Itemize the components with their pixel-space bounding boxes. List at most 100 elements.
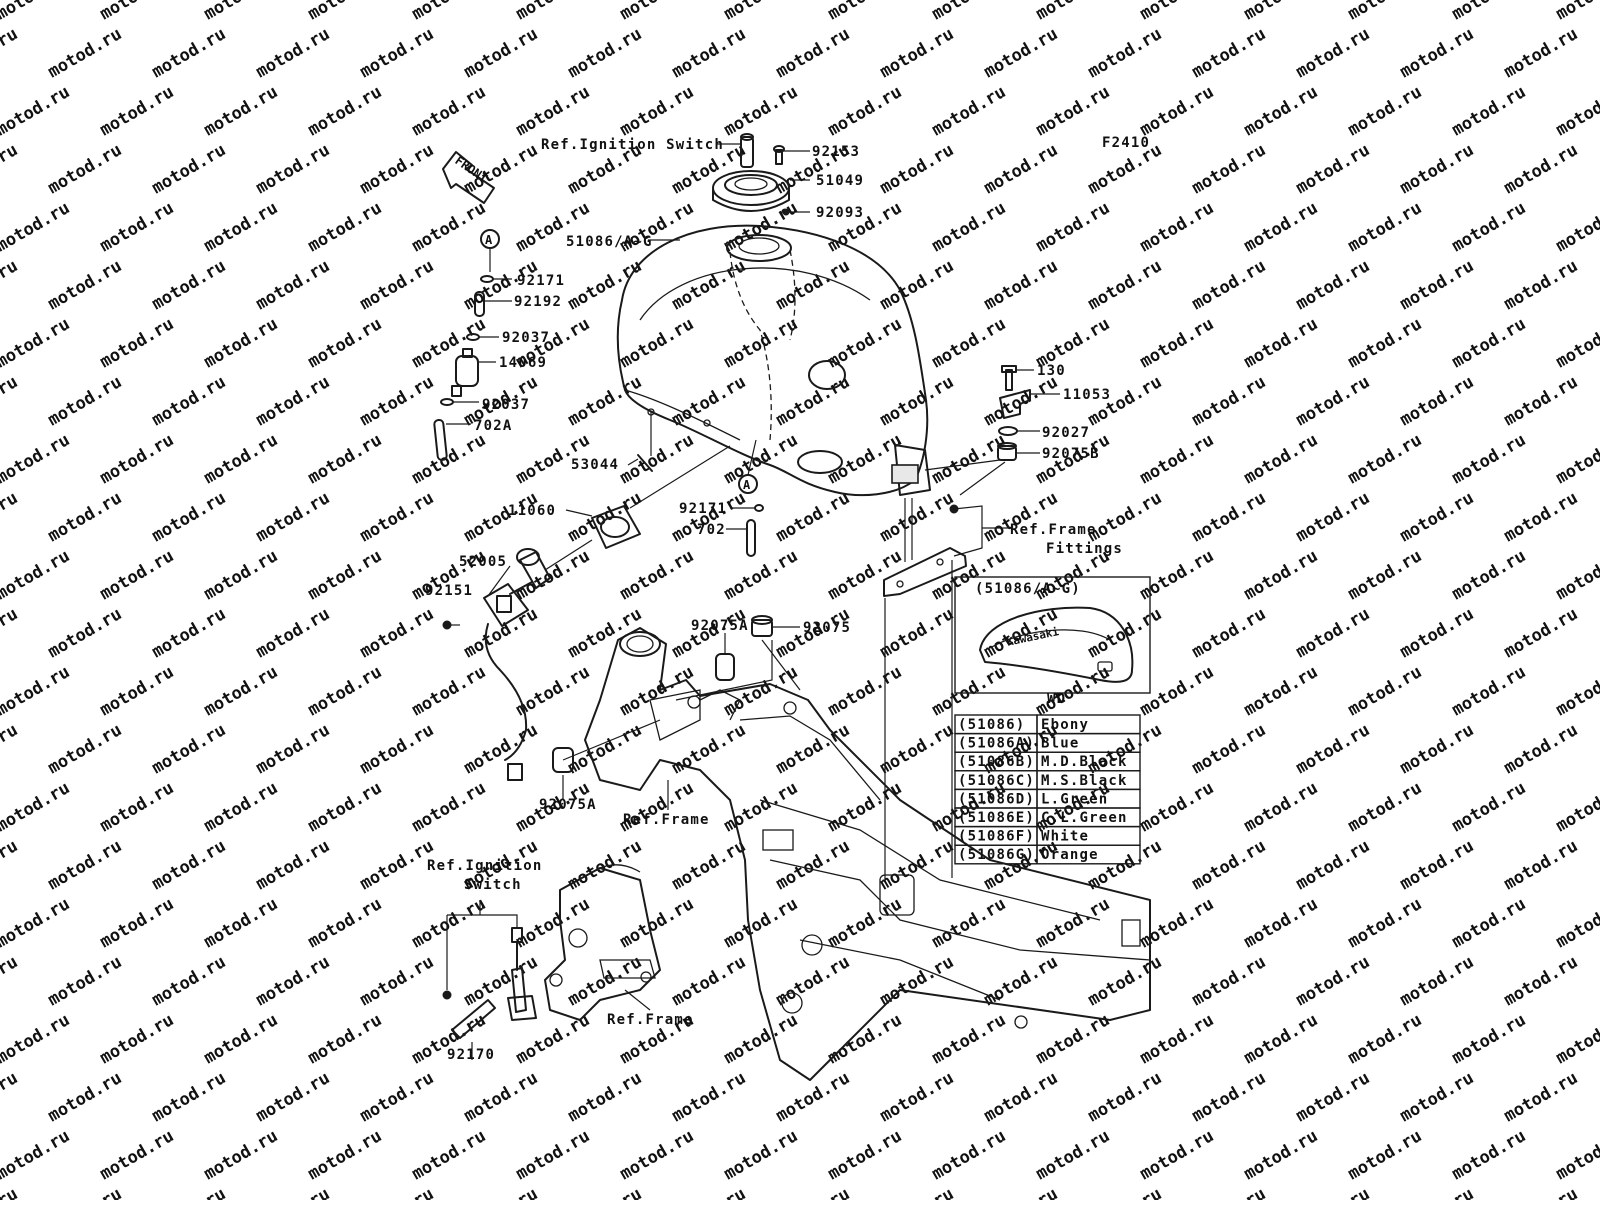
watermark-text: motod.ru [1293,720,1374,778]
color-table-code: (51086B) [958,754,1035,770]
watermark-text: motod.ru [929,82,1010,140]
watermark-text: motod.ru [1553,430,1600,488]
watermark-text: motod.ru [305,546,386,604]
watermark-text: motod.ru [149,372,230,430]
watermark-text: motod.ru [877,256,958,314]
color-table-color: C.L.Green [1041,810,1128,826]
callout-92171-mid: 92171 [679,501,727,517]
watermark-text: motod.ru [981,140,1062,198]
watermark-text: motod.ru [149,488,230,546]
watermark-text: motod.ru [1033,82,1114,140]
watermark-text: motod.ru [1241,546,1322,604]
watermark-text: motod.ru [565,256,646,314]
callout-130: 130 [1037,363,1066,379]
watermark-text: motod.ru [357,1068,438,1126]
watermark-text: motod.ru [149,1068,230,1126]
color-table-color: Orange [1041,847,1099,863]
watermark-text: motod.ru [1137,662,1218,720]
watermark-text: motod.ru [929,894,1010,952]
watermark-text: motod.ru [1189,604,1270,662]
watermark-text: motod.ru [409,430,490,488]
watermark-text: motod.ru [97,894,178,952]
color-table-code: (51086C) [958,773,1035,789]
color-table-color: White [1041,829,1089,845]
watermark-text: motod.ru [253,140,334,198]
watermark-text: motod.ru [1501,952,1582,1010]
watermark-text: motod.ru [1345,546,1426,604]
watermark-text: motod.ru [1189,1068,1270,1126]
watermark-text: motod.ru [669,1068,750,1126]
watermark-text: motod.ru [357,24,438,82]
watermark-text: motod.ru [305,0,386,24]
watermark-text: motod.ru [1501,488,1582,546]
watermark-text: motod.ru [773,24,854,82]
watermark-text: motod.ru [1397,1068,1478,1126]
watermark-text: motod.ru [253,488,334,546]
watermark-text: motod.ru [773,836,854,894]
watermark-text: motod.ru [877,720,958,778]
watermark-text: motod.ru [721,546,802,604]
watermark-text: motod.ru [0,1126,73,1184]
watermark-text: motod.ru [149,140,230,198]
watermark-text: motod.ru [1085,256,1166,314]
watermark-text: motod.ru [45,836,126,894]
watermark-text: motod.ru [97,82,178,140]
color-table-color: Blue [1041,736,1080,752]
svg-text:A: A [485,233,493,247]
watermark-text: motod.ru [253,604,334,662]
watermark-text: motod.ru [357,720,438,778]
watermark-text: motod.ru [409,0,490,24]
watermark-text: motod.ru [1553,82,1600,140]
watermark-text: motod.ru [461,1068,542,1126]
watermark-text: motod.ru [0,604,21,662]
callout-51049: 51049 [816,173,864,189]
watermark-text: motod.ru [513,1126,594,1184]
watermark-text: motod.ru [1033,0,1114,24]
watermark-text: motod.ru [357,256,438,314]
watermark-text: motod.ru [357,372,438,430]
watermark-text: motod.ru [825,1126,906,1184]
watermark-text: motod.ru [409,1126,490,1184]
watermark-text: motod.ru [825,662,906,720]
watermark-text: motod.ru [201,894,282,952]
damper-92075-icon [752,616,772,636]
watermark-text: motod.ru [1293,24,1374,82]
watermark-text: motod.ru [1241,1126,1322,1184]
watermark-text: motod.ru [45,1184,126,1200]
watermark-text: motod.ru [669,720,750,778]
watermark-text: motod.ru [1241,894,1322,952]
watermark-text: motod.ru [669,836,750,894]
watermark-text: motod.ru [97,1126,178,1184]
watermark-text: motod.ru [1137,894,1218,952]
watermark-text: motod.ru [0,952,21,1010]
watermark-text: motod.ru [1189,140,1270,198]
watermark-text: motod.ru [149,836,230,894]
hose-702-icon [747,520,755,556]
watermark-text: motod.ru [1033,1126,1114,1184]
watermark-text: motod.ru [1189,372,1270,430]
callout-92192: 92192 [514,294,562,310]
watermark-text: motod.ru [1189,488,1270,546]
watermark-text: motod.ru [253,1068,334,1126]
watermark-text: motod.ru [45,1068,126,1126]
bolt-130-icon [1002,366,1016,390]
watermark-text: motod.ru [357,836,438,894]
watermark-text: motod.ru [617,0,698,24]
watermark-text: motod.ru [357,140,438,198]
callout-14069: 14069 [499,355,547,371]
watermark-text: motod.ru [981,24,1062,82]
watermark-text: motod.ru [617,1126,698,1184]
watermark-text: motod.ru [0,488,21,546]
color-table-color: M.S.Black [1041,773,1128,789]
watermark-text: motod.ru [617,82,698,140]
watermark-text: motod.ru [981,1184,1062,1200]
watermark-text: motod.ru [149,952,230,1010]
watermark-text: motod.ru [1137,1126,1218,1184]
watermark-text: motod.ru [721,314,802,372]
watermark-text: motod.ru [1189,836,1270,894]
screw-92153-icon [774,146,784,164]
watermark-text: motod.ru [0,24,21,82]
callout-92075A-top: 92075A [691,618,749,634]
watermark-text: motod.ru [1033,894,1114,952]
watermark-text: motod.ru [1085,24,1166,82]
